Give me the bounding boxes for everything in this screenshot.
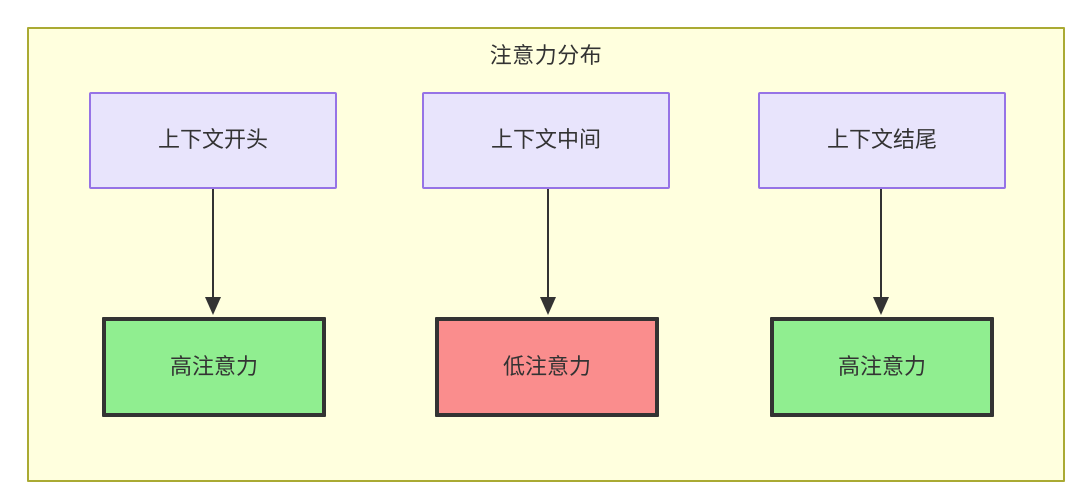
node-attention-high-start[interactable]: 高注意力 <box>102 317 326 417</box>
node-attention-low-middle[interactable]: 低注意力 <box>435 317 659 417</box>
node-context-middle-label: 上下文中间 <box>490 127 601 153</box>
node-context-middle[interactable]: 上下文中间 <box>422 92 670 189</box>
node-context-start[interactable]: 上下文开头 <box>89 92 337 189</box>
node-attention-high-end-label: 高注意力 <box>837 353 926 379</box>
cluster-title: 注意力分布 <box>489 43 603 68</box>
node-context-end-label: 上下文结尾 <box>826 127 937 153</box>
node-context-start-label: 上下文开头 <box>157 127 268 153</box>
node-context-end[interactable]: 上下文结尾 <box>758 92 1006 189</box>
node-attention-high-start-label: 高注意力 <box>169 353 258 379</box>
node-attention-low-middle-label: 低注意力 <box>502 353 591 379</box>
node-attention-high-end[interactable]: 高注意力 <box>770 317 994 417</box>
